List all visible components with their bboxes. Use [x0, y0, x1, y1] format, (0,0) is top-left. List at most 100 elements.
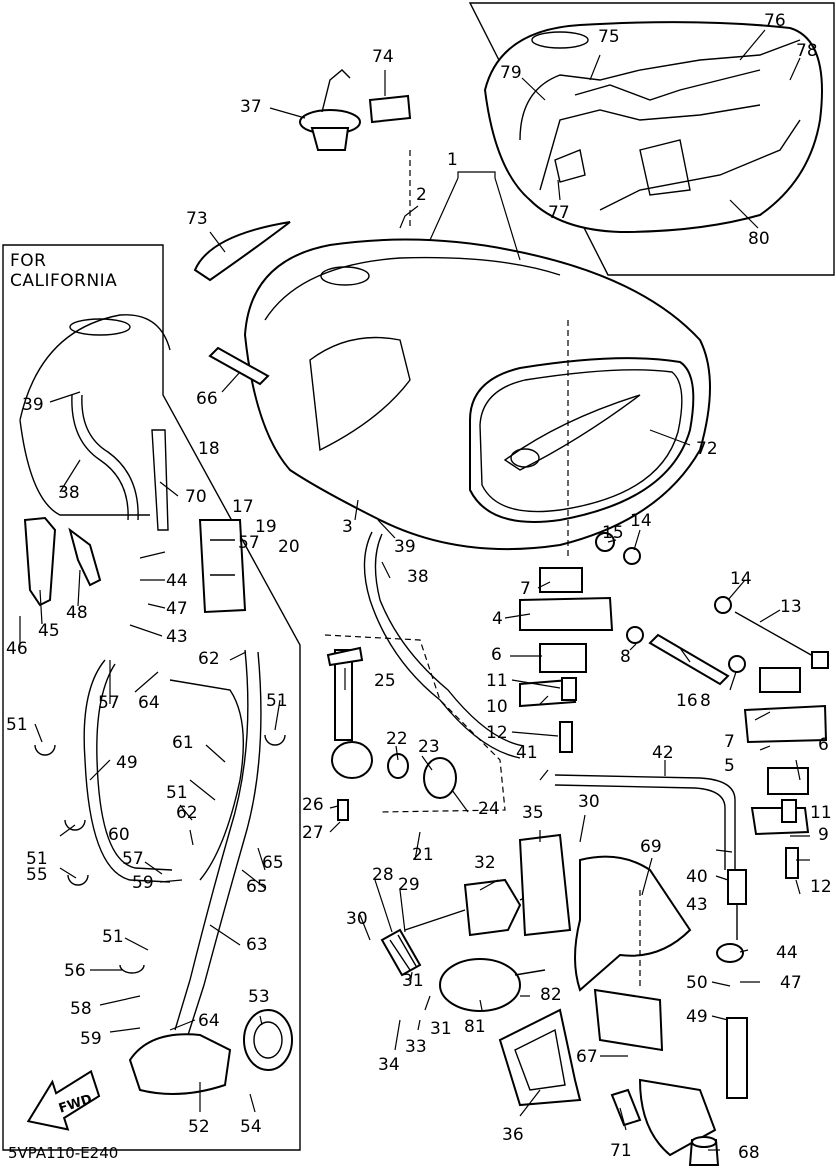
part-label: 4	[492, 609, 503, 629]
part-label: 25	[374, 671, 396, 691]
part-label: 60	[108, 825, 130, 845]
part-label: 33	[405, 1037, 427, 1057]
part-label: 11	[810, 803, 832, 823]
part-label: 21	[412, 845, 434, 865]
part-label: 22	[386, 729, 408, 749]
part-label: 79	[500, 63, 522, 83]
part-label: 74	[372, 47, 394, 67]
part-label: 14	[630, 511, 652, 531]
part-label: 41	[516, 743, 538, 763]
part-label: 34	[378, 1055, 400, 1075]
part-label: 17	[232, 497, 254, 517]
part-label: 6	[818, 735, 829, 755]
part-label: 47	[166, 599, 188, 619]
part-label: 55	[26, 865, 48, 885]
part-label: 76	[764, 11, 786, 31]
leader-lines	[19, 29, 810, 1151]
part-label: 38	[407, 567, 429, 587]
fuel-tank	[193, 69, 829, 1166]
part-label: 69	[640, 837, 662, 857]
part-label: 61	[172, 733, 194, 753]
part-label: 51	[266, 691, 288, 711]
part-label: 68	[738, 1143, 760, 1163]
part-label: 51	[6, 715, 28, 735]
part-label: 65	[246, 877, 268, 897]
part-label: 39	[22, 395, 44, 415]
part-labels: 1 2 3 4 5 6 6 7 7 8 8 9 10 11 11 12 12 1…	[6, 11, 832, 1163]
part-label: 3	[342, 517, 353, 537]
part-label: 50	[686, 973, 708, 993]
part-label: 72	[696, 439, 718, 459]
part-label: 37	[240, 97, 262, 117]
part-label: 19	[255, 517, 277, 537]
inset-decal-panel	[468, 2, 835, 276]
part-label: 44	[166, 571, 188, 591]
part-label: 75	[598, 27, 620, 47]
part-label: 58	[70, 999, 92, 1019]
part-label: 66	[196, 389, 218, 409]
part-label: 6	[491, 645, 502, 665]
part-label: 73	[186, 209, 208, 229]
part-label: 40	[686, 867, 708, 887]
california-label-line1: FOR	[10, 251, 46, 271]
part-label: 59	[80, 1029, 102, 1049]
part-label: 16	[676, 691, 698, 711]
part-label: 15	[602, 523, 624, 543]
fwd-arrow-icon: FWD	[26, 1069, 101, 1131]
part-label: 23	[418, 737, 440, 757]
part-label: 51	[102, 927, 124, 947]
part-label: 32	[474, 853, 496, 873]
part-label: 57	[238, 533, 260, 553]
part-label: 59	[132, 873, 154, 893]
part-label: 67	[576, 1047, 598, 1067]
part-label: 20	[278, 537, 300, 557]
part-label: 30	[346, 909, 368, 929]
part-label: 57	[122, 849, 144, 869]
part-label: 38	[58, 483, 80, 503]
part-label: 12	[810, 877, 832, 897]
part-label: 71	[610, 1141, 632, 1161]
drawing-code: 5VPA110-E240	[8, 1144, 118, 1162]
part-label: 65	[262, 853, 284, 873]
part-label: 12	[486, 723, 508, 743]
part-label: 13	[780, 597, 802, 617]
part-label: 27	[302, 823, 324, 843]
part-label: 70	[185, 487, 207, 507]
part-label: 35	[522, 803, 544, 823]
california-panel: FOR CALIFORNIA	[2, 244, 301, 1151]
part-label: 10	[486, 697, 508, 717]
part-label: 64	[198, 1011, 220, 1031]
part-label: 8	[700, 691, 711, 711]
part-label: 62	[198, 649, 220, 669]
california-label-line2: CALIFORNIA	[10, 271, 117, 291]
part-label: 7	[724, 732, 735, 752]
part-label: 53	[248, 987, 270, 1007]
part-label: 49	[686, 1007, 708, 1027]
part-label: 39	[394, 537, 416, 557]
part-label: 80	[748, 229, 770, 249]
part-label: 5	[724, 756, 735, 776]
part-label: 31	[402, 971, 424, 991]
part-label: 51	[166, 783, 188, 803]
part-label: 43	[166, 627, 188, 647]
part-label: 82	[540, 985, 562, 1005]
part-label: 56	[64, 961, 86, 981]
part-label: 42	[652, 743, 674, 763]
part-label: 26	[302, 795, 324, 815]
part-label: 43	[686, 895, 708, 915]
part-label: 49	[116, 753, 138, 773]
part-label: 9	[818, 825, 829, 845]
part-label: 7	[520, 579, 531, 599]
part-label: 8	[620, 647, 631, 667]
part-label: 30	[578, 792, 600, 812]
part-label: 64	[138, 693, 160, 713]
part-label: 11	[486, 671, 508, 691]
part-label: 29	[398, 875, 420, 895]
part-label: 1	[447, 150, 458, 170]
part-label: 63	[246, 935, 268, 955]
part-label: 46	[6, 639, 28, 659]
part-label: 77	[548, 203, 570, 223]
part-label: 47	[780, 973, 802, 993]
part-label: 62	[176, 803, 198, 823]
